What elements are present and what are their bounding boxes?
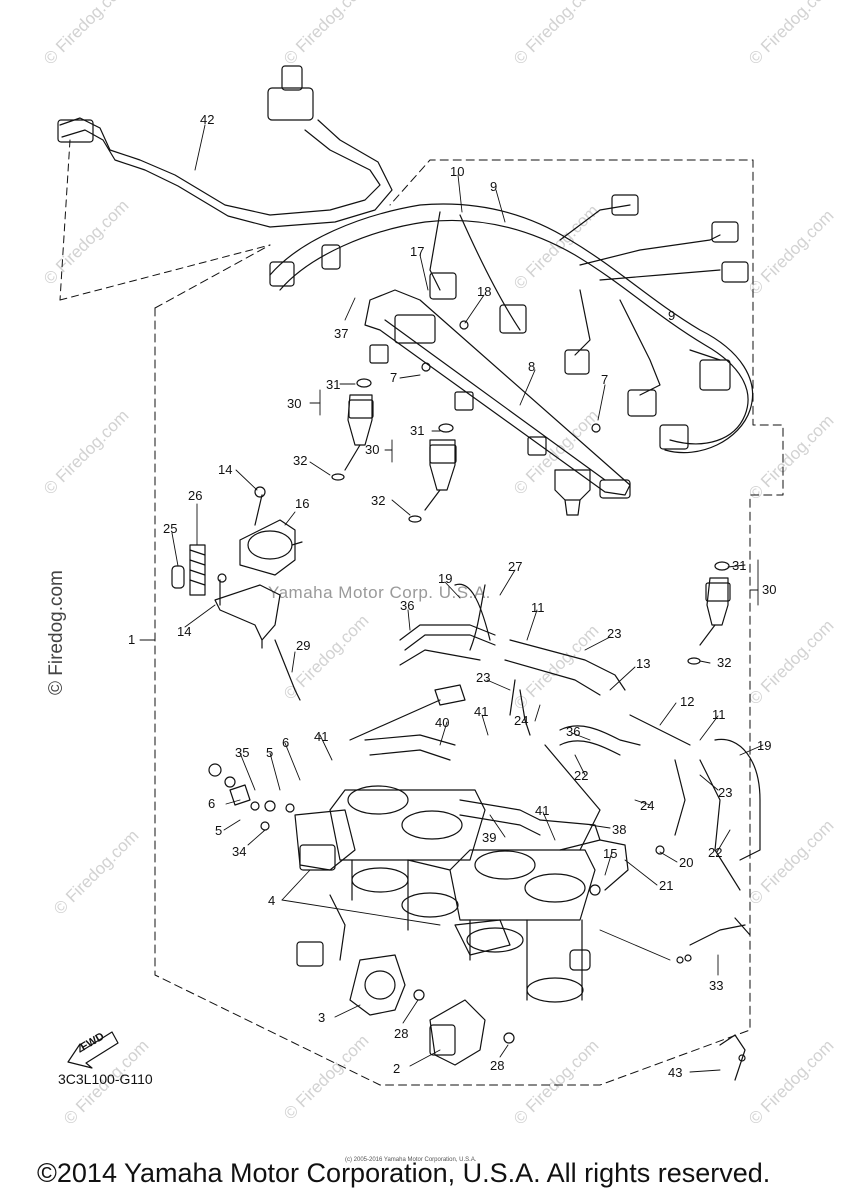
leader-lines bbox=[139, 124, 764, 1073]
part-label[interactable]: 12 bbox=[680, 694, 694, 709]
part-label[interactable]: 32 bbox=[371, 493, 385, 508]
part-label[interactable]: 2 bbox=[393, 1061, 400, 1076]
part-label[interactable]: 31 bbox=[732, 558, 746, 573]
part-label[interactable]: 31 bbox=[410, 423, 424, 438]
fwd-arrow-icon bbox=[67, 1031, 119, 1069]
sensor-3 bbox=[349, 954, 406, 1016]
small-parts bbox=[208, 320, 751, 1081]
part-label[interactable]: 24 bbox=[514, 713, 528, 728]
part-label[interactable]: 16 bbox=[295, 496, 309, 511]
part-label[interactable]: 4 bbox=[268, 893, 275, 908]
part-label[interactable]: 11 bbox=[712, 707, 726, 722]
part-label[interactable]: 40 bbox=[435, 715, 449, 730]
part-label[interactable]: 30 bbox=[365, 442, 379, 457]
assembly-boundary bbox=[154, 159, 784, 1086]
part-label[interactable]: 29 bbox=[296, 638, 310, 653]
injector-30b bbox=[408, 423, 457, 523]
part-label[interactable]: 41 bbox=[535, 803, 549, 818]
center-watermark: Yamaha Motor Corp. U.S.A. bbox=[268, 583, 491, 602]
part-label[interactable]: 25 bbox=[163, 521, 177, 536]
throttle-bodies bbox=[329, 785, 596, 1003]
part-labels: 42 10 9 9 17 18 37 8 7 7 31 30 31 30 32 … bbox=[128, 112, 776, 1080]
part-label[interactable]: 36 bbox=[400, 598, 414, 613]
part-label[interactable]: 41 bbox=[474, 704, 488, 719]
part-label[interactable]: 39 bbox=[482, 830, 496, 845]
part-label[interactable]: 33 bbox=[709, 978, 723, 993]
part-label[interactable]: 22 bbox=[574, 768, 588, 783]
sensor-2 bbox=[429, 999, 486, 1066]
part-label[interactable]: 30 bbox=[762, 582, 776, 597]
copyright-notice: ©2014 Yamaha Motor Corporation, U.S.A. A… bbox=[37, 1158, 771, 1188]
part-label[interactable]: 15 bbox=[603, 846, 617, 861]
part-label[interactable]: 5 bbox=[266, 745, 273, 760]
part-label[interactable]: 6 bbox=[282, 735, 289, 750]
part-label[interactable]: 20 bbox=[679, 855, 693, 870]
part-label[interactable]: 26 bbox=[188, 488, 202, 503]
part-label[interactable]: 6 bbox=[208, 796, 215, 811]
part-label[interactable]: 22 bbox=[708, 845, 722, 860]
part-label[interactable]: 24 bbox=[640, 798, 654, 813]
part-label[interactable]: 14 bbox=[218, 462, 232, 477]
part-label[interactable]: 10 bbox=[450, 164, 464, 179]
part-label[interactable]: 21 bbox=[659, 878, 673, 893]
part-label[interactable]: 8 bbox=[528, 359, 535, 374]
part-label[interactable]: 32 bbox=[717, 655, 731, 670]
part-label[interactable]: 7 bbox=[390, 370, 397, 385]
part-label[interactable]: 14 bbox=[177, 624, 191, 639]
part-label[interactable]: 41 bbox=[314, 729, 328, 744]
wire-harness bbox=[269, 194, 754, 454]
part-label[interactable]: 27 bbox=[508, 559, 522, 574]
part-label[interactable]: 23 bbox=[476, 670, 490, 685]
part-label[interactable]: 5 bbox=[215, 823, 222, 838]
part-label[interactable]: 17 bbox=[410, 244, 424, 259]
injector-30a bbox=[331, 378, 374, 481]
part-label[interactable]: 34 bbox=[232, 844, 246, 859]
part-label[interactable]: 37 bbox=[334, 326, 348, 341]
part-label[interactable]: 31 bbox=[326, 377, 340, 392]
part-label[interactable]: 30 bbox=[287, 396, 301, 411]
part-label[interactable]: 19 bbox=[438, 571, 452, 586]
fuel-rail-8 bbox=[364, 289, 631, 516]
part-label[interactable]: 36 bbox=[566, 724, 580, 739]
part-label[interactable]: 11 bbox=[531, 600, 545, 615]
part-label[interactable]: 28 bbox=[394, 1026, 408, 1041]
idle-speed-control-4 bbox=[294, 809, 356, 967]
part-label[interactable]: 23 bbox=[718, 785, 732, 800]
part-label[interactable]: 13 bbox=[636, 656, 650, 671]
part-label[interactable]: 9 bbox=[490, 179, 497, 194]
part-label[interactable]: 23 bbox=[607, 626, 621, 641]
part-label[interactable]: 28 bbox=[490, 1058, 504, 1073]
part-label[interactable]: 35 bbox=[235, 745, 249, 760]
part-label[interactable]: 19 bbox=[757, 738, 771, 753]
part-label[interactable]: 7 bbox=[601, 372, 608, 387]
part-label[interactable]: 38 bbox=[612, 822, 626, 837]
part-label[interactable]: 3 bbox=[318, 1010, 325, 1025]
diagram-code: 3C3L100-G110 bbox=[58, 1071, 153, 1087]
hoses bbox=[364, 583, 761, 891]
pressure-regulator-16 bbox=[214, 494, 303, 649]
cable-42 bbox=[57, 65, 393, 301]
part-label[interactable]: 43 bbox=[668, 1065, 682, 1080]
part-label[interactable]: 42 bbox=[200, 112, 214, 127]
spring-26 bbox=[171, 544, 206, 596]
part-label[interactable]: 32 bbox=[293, 453, 307, 468]
injector-30c bbox=[687, 561, 731, 665]
fine-print: (c) 2005-2016 Yamaha Motor Corporation, … bbox=[345, 1157, 477, 1163]
side-reference-label: 1 bbox=[128, 632, 135, 647]
part-label[interactable]: 9 bbox=[668, 308, 675, 323]
part-label[interactable]: 18 bbox=[477, 284, 491, 299]
